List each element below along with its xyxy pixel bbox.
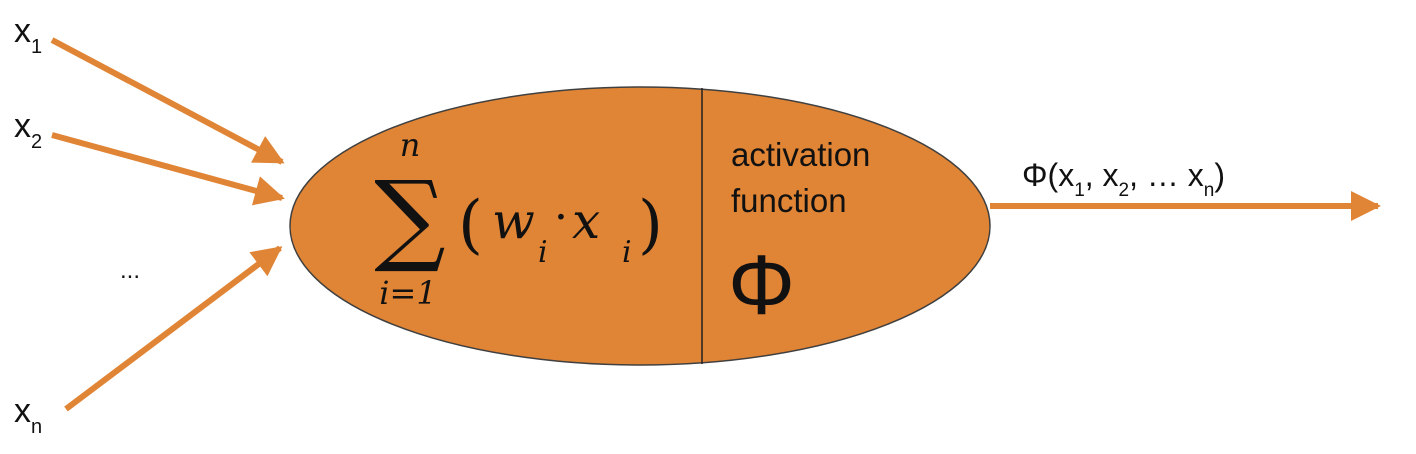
summation-sign: ∑ [374, 159, 445, 276]
weighted-sum-formula: ∑ n i=1 ( w i · x i ) [374, 126, 663, 312]
weight-index: i [538, 235, 548, 270]
open-paren: ( [458, 188, 483, 262]
weight-symbol: w [492, 192, 535, 250]
input-index: i [622, 235, 632, 270]
summation-lower-limit: i=1 [379, 274, 436, 312]
input-label-x2: x2 [14, 107, 42, 153]
input-label-x1: x1 [14, 12, 42, 58]
close-paren: ) [638, 188, 663, 262]
input-arrow-x2 [51, 132, 285, 206]
output-label: Φ(x1, x2, … xn) [1022, 157, 1225, 201]
summation-upper-limit: n [400, 126, 421, 164]
neuron-body [289, 86, 991, 366]
activation-symbol: Φ [728, 238, 795, 332]
input-ellipsis: ... [120, 257, 140, 284]
input-label-xn: xn [14, 392, 42, 438]
input-arrow-x1 [50, 37, 285, 165]
multiply-dot: · [554, 192, 568, 243]
activation-label-line2: function [731, 182, 847, 219]
input-symbol: x [572, 192, 600, 250]
input-arrow-xn [64, 245, 283, 412]
activation-label-line1: activation [731, 136, 870, 173]
